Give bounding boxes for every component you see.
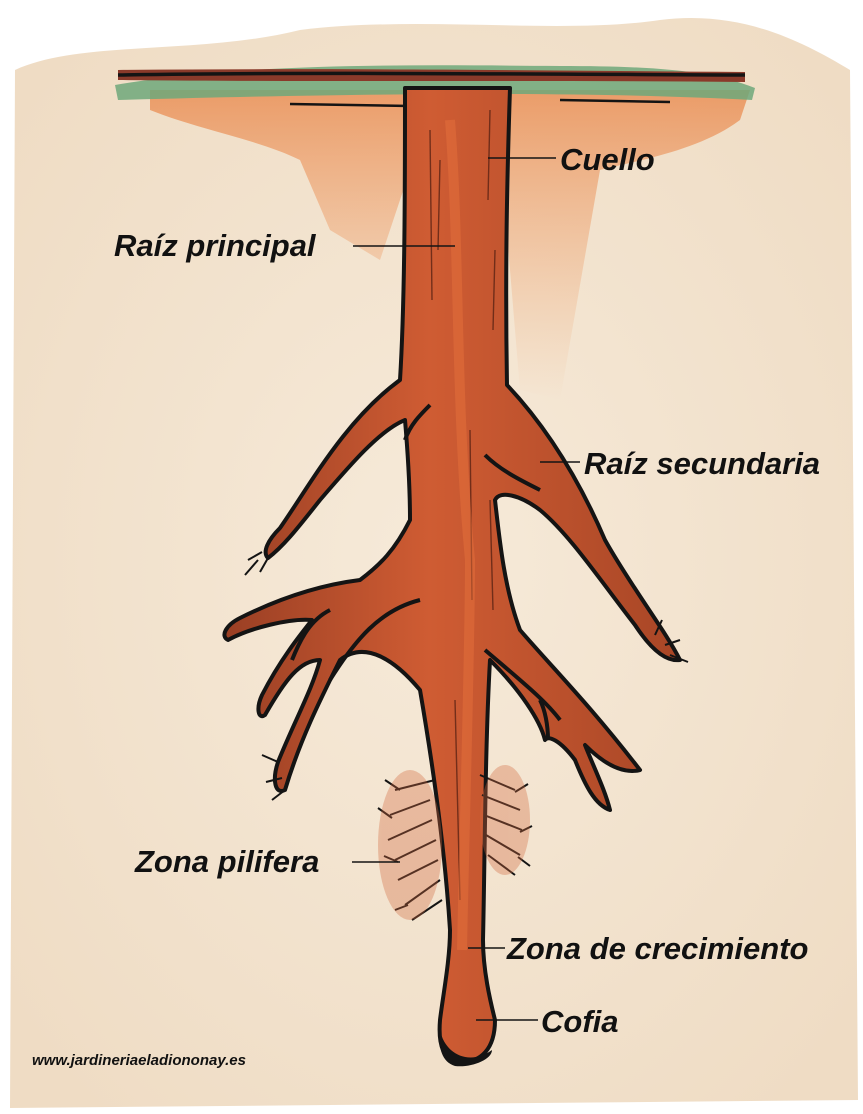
label-cofia: Cofia — [541, 1006, 619, 1037]
surface-line — [118, 73, 745, 75]
label-raiz-secundaria: Raíz secundaria — [584, 448, 820, 479]
label-raiz-principal: Raíz principal — [114, 230, 316, 261]
label-zona-crecimiento: Zona de crecimiento — [507, 933, 808, 964]
credit-url: www.jardineriaeladiononay.es — [32, 1052, 246, 1069]
label-zona-pilifera: Zona pilifera — [135, 846, 319, 877]
label-cuello: Cuello — [560, 144, 655, 175]
